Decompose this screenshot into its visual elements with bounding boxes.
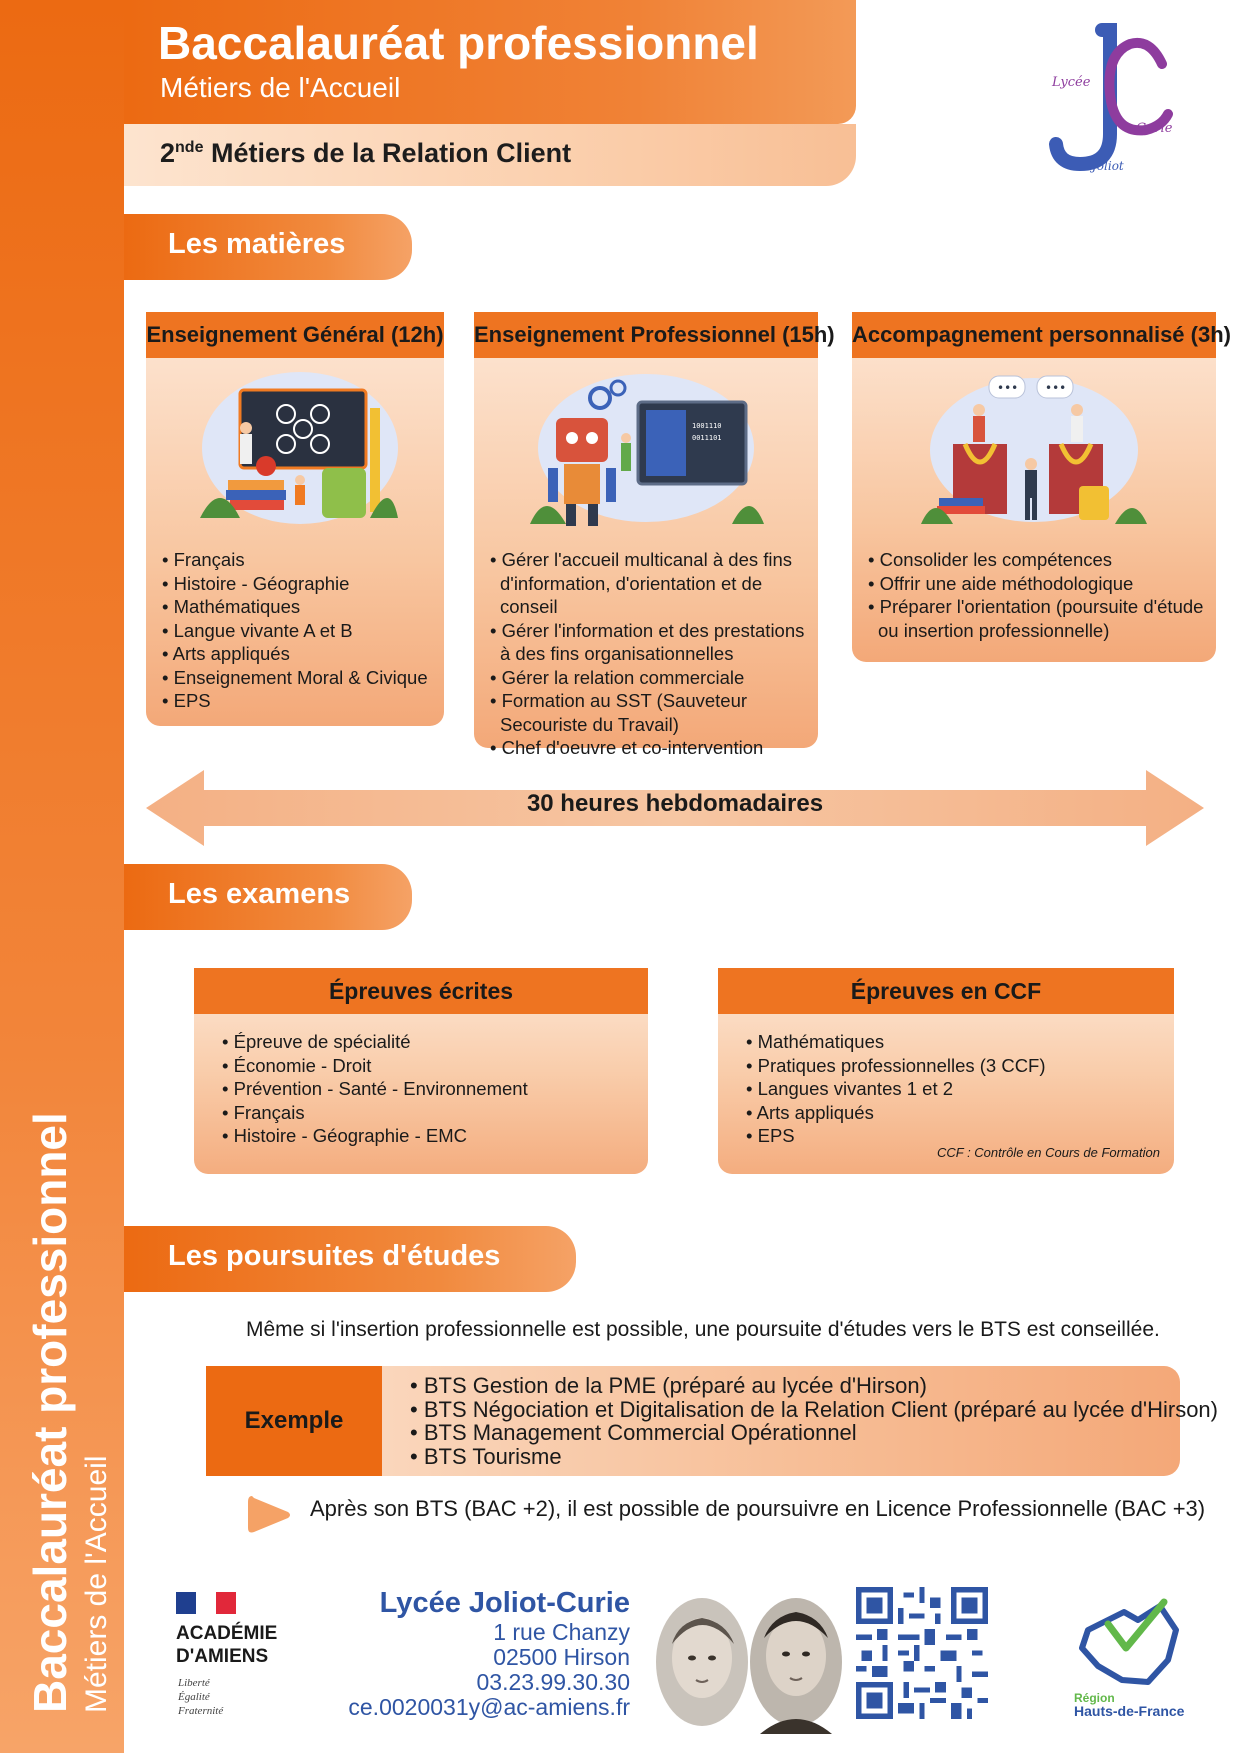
logo-word-3: Curie bbox=[1136, 121, 1173, 136]
list-item: Français bbox=[160, 548, 434, 572]
after-bts-text: Après son BTS (BAC +2), il est possible … bbox=[310, 1496, 1206, 1521]
list-item: Gérer la relation commerciale bbox=[488, 666, 808, 690]
band-title: Baccalauréat professionnel bbox=[24, 1112, 76, 1713]
section-matieres: Les matières bbox=[124, 214, 412, 280]
card-general-title: Enseignement Général (12h) bbox=[146, 312, 444, 358]
svg-text:0011101: 0011101 bbox=[692, 434, 722, 442]
academie-line-1: ACADÉMIE bbox=[176, 1623, 278, 1644]
page-title: Baccalauréat professionnel bbox=[158, 17, 759, 69]
exam-ccf-title: Épreuves en CCF bbox=[718, 968, 1174, 1014]
exam-ecrites: Épreuves écrites Épreuve de spécialité É… bbox=[194, 968, 648, 1174]
region-logo-icon: Région Hauts-de-France bbox=[1068, 1590, 1198, 1720]
school-logo-icon: Lycée Joliot Curie bbox=[1049, 23, 1180, 174]
lycee-name: Lycée Joliot-Curie bbox=[379, 1587, 630, 1619]
logo-word-1: Lycée bbox=[1051, 75, 1091, 90]
card-accompagnement-title: Accompagnement personnalisé (3h) bbox=[852, 312, 1231, 358]
list-item: Histoire - Géographie - EMC bbox=[222, 1124, 638, 1148]
list-item: Offrir une aide méthodologique bbox=[866, 572, 1206, 596]
devise-line: Liberté bbox=[178, 1677, 210, 1689]
list-item: BTS Management Commercial Opérationnel bbox=[410, 1421, 1218, 1445]
example-box: Exemple BTS Gestion de la PME (préparé a… bbox=[206, 1366, 1218, 1476]
academie-name: ACADÉMIE D'AMIENS bbox=[176, 1622, 277, 1668]
region-line-1: Région bbox=[1074, 1691, 1115, 1705]
hours-label: 30 heures hebdomadaires bbox=[526, 790, 824, 817]
list-item: EPS bbox=[746, 1124, 1164, 1148]
list-item: Consolider les compétences bbox=[866, 548, 1206, 572]
card-accompagnement: Accompagnement personnalisé (3h) ••• ••• bbox=[852, 312, 1231, 662]
list-item: Langues vivantes 1 et 2 bbox=[746, 1077, 1164, 1101]
lycee-contact: Lycée Joliot-Curie 1 rue Chanzy 02500 Hi… bbox=[348, 1586, 630, 1720]
lycee-phone[interactable]: 03.23.99.30.30 bbox=[476, 1669, 630, 1695]
robot-illustration: 1001110 0011101 bbox=[474, 358, 818, 548]
qr-code-icon[interactable] bbox=[856, 1587, 988, 1719]
exam-ecrites-title: Épreuves écrites bbox=[194, 968, 648, 1014]
ccf-note: CCF : Contrôle en Cours de Formation bbox=[936, 1145, 1160, 1160]
list-item: Prévention - Santé - Environnement bbox=[222, 1077, 638, 1101]
band-subtitle: Métiers de l'Accueil bbox=[80, 1456, 113, 1714]
classroom-illustration bbox=[146, 358, 444, 548]
play-arrow-icon bbox=[246, 1492, 292, 1538]
devise-line: Fraternité bbox=[178, 1705, 224, 1717]
lycee-address-2: 02500 Hirson bbox=[493, 1644, 630, 1670]
exam-ecrites-list: Épreuve de spécialité Économie - Droit P… bbox=[194, 1014, 648, 1148]
svg-text:•••: ••• bbox=[1045, 381, 1066, 395]
list-item: BTS Tourisme bbox=[410, 1444, 1218, 1469]
region-line-2: Hauts-de-France bbox=[1074, 1703, 1185, 1719]
band-vertical-title: Baccalauréat professionnel Métiers de l'… bbox=[8, 1023, 118, 1723]
page-subtitle: Métiers de l'Accueil bbox=[160, 72, 401, 103]
class-level: 2 bbox=[160, 138, 176, 168]
list-item: Préparer l'orientation (poursuite d'étud… bbox=[866, 595, 1206, 642]
lycee-address-1: 1 rue Chanzy bbox=[493, 1619, 630, 1645]
example-label: Exemple bbox=[206, 1366, 382, 1476]
svg-text:1001110: 1001110 bbox=[692, 422, 722, 430]
list-item: BTS Gestion de la PME (préparé au lycée … bbox=[410, 1374, 1218, 1398]
section-examens: Les examens bbox=[124, 864, 412, 930]
section-poursuites: Les poursuites d'études bbox=[124, 1226, 576, 1292]
list-item: Gérer l'accueil multicanal à des fins d'… bbox=[488, 548, 808, 619]
devise-line: Égalité bbox=[178, 1691, 210, 1703]
list-item: EPS bbox=[160, 689, 434, 713]
list-item: Épreuve de spécialité bbox=[222, 1030, 638, 1054]
logo-word-2: Joliot bbox=[1089, 159, 1124, 173]
list-item: Arts appliqués bbox=[160, 642, 434, 666]
list-item: Mathématiques bbox=[160, 595, 434, 619]
list-item: Histoire - Géographie bbox=[160, 572, 434, 596]
list-item: Mathématiques bbox=[746, 1030, 1164, 1054]
devise: Liberté Égalité Fraternité bbox=[178, 1676, 223, 1718]
academie-line-2: D'AMIENS bbox=[176, 1646, 269, 1667]
list-item: Chef d'oeuvre et co-intervention bbox=[488, 736, 808, 760]
svg-text:•••: ••• bbox=[997, 381, 1018, 395]
portraits-image bbox=[650, 1592, 842, 1734]
card-general-list: Français Histoire - Géographie Mathémati… bbox=[146, 548, 444, 713]
class-name: Métiers de la Relation Client bbox=[203, 138, 572, 168]
list-item: Gérer l'information et des prestations à… bbox=[488, 619, 808, 666]
class-sup: nde bbox=[175, 139, 204, 156]
card-accompagnement-list: Consolider les compétences Offrir une ai… bbox=[852, 548, 1216, 642]
list-item: Français bbox=[222, 1101, 638, 1125]
card-professionnel-list: Gérer l'accueil multicanal à des fins d'… bbox=[474, 548, 818, 760]
header-banner: Baccalauréat professionnel Métiers de l'… bbox=[124, 0, 856, 124]
list-item: Langue vivante A et B bbox=[160, 619, 434, 643]
poursuites-intro: Même si l'insertion professionnelle est … bbox=[246, 1318, 1160, 1341]
academie-logo: ACADÉMIE D'AMIENS Liberté Égalité Frater… bbox=[176, 1590, 316, 1720]
card-general: Enseignement Général (12h) Français Hist bbox=[146, 312, 444, 726]
podium-illustration: ••• ••• bbox=[852, 358, 1216, 548]
card-professionnel-title: Enseignement Professionnel (15h) bbox=[474, 312, 835, 358]
class-title: 2nde Métiers de la Relation Client bbox=[160, 138, 571, 169]
french-flag-icon bbox=[176, 1592, 236, 1614]
list-item: Arts appliqués bbox=[746, 1101, 1164, 1125]
double-arrow-icon bbox=[146, 770, 1204, 846]
exam-ccf-list: Mathématiques Pratiques professionnelles… bbox=[718, 1014, 1174, 1148]
example-list: BTS Gestion de la PME (préparé au lycée … bbox=[410, 1374, 1218, 1468]
class-banner: 2nde Métiers de la Relation Client bbox=[124, 124, 856, 186]
list-item: Économie - Droit bbox=[222, 1054, 638, 1078]
left-band: Baccalauréat professionnel Métiers de l'… bbox=[0, 0, 124, 1753]
card-professionnel: Enseignement Professionnel (15h) 1001110… bbox=[474, 312, 835, 758]
list-item: Pratiques professionnelles (3 CCF) bbox=[746, 1054, 1164, 1078]
exam-ccf: Épreuves en CCF Mathématiques Pratiques … bbox=[718, 968, 1174, 1174]
list-item: Enseignement Moral & Civique bbox=[160, 666, 434, 690]
lycee-email[interactable]: ce.0020031y@ac-amiens.fr bbox=[348, 1694, 630, 1720]
list-item: BTS Négociation et Digitalisation de la … bbox=[410, 1397, 1218, 1422]
list-item: Formation au SST (Sauveteur Secouriste d… bbox=[488, 689, 808, 736]
